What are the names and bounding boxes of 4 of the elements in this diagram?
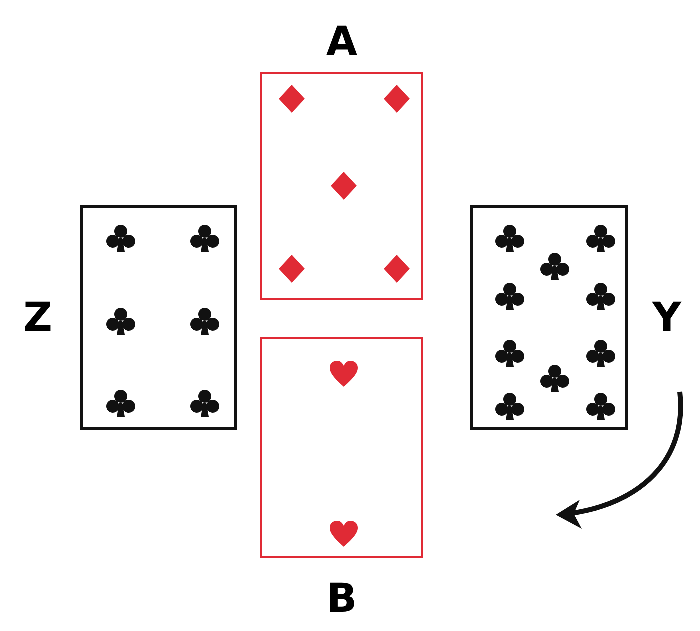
card-letter: Z [22, 298, 54, 338]
card-letter: B [326, 579, 358, 619]
card-letter: Y [651, 298, 683, 338]
card-letter: A [326, 22, 358, 62]
